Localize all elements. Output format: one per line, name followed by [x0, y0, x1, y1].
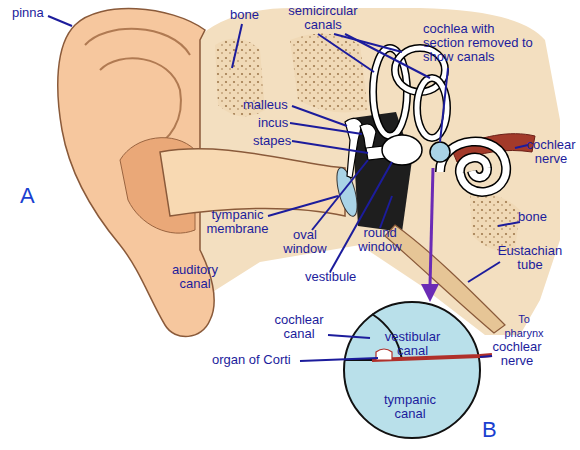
organ-of-corti-shape [376, 349, 392, 360]
part-label: cochlea with section removed to show can… [423, 22, 533, 64]
antihelix-fold [100, 58, 181, 150]
panel-letter: A [20, 184, 50, 208]
part-label: semicircular canals [278, 4, 368, 32]
part-label: bone [518, 210, 558, 224]
leader-lines [48, 16, 528, 361]
malleus-bone [345, 118, 362, 178]
part-label: To pharynx [500, 312, 548, 340]
vestibule-shape [382, 135, 422, 165]
part-label: tympanic membrane [200, 208, 275, 236]
part-label: malleus [243, 98, 303, 112]
part-label: vestibule [305, 270, 375, 284]
cochlea-cross-section [344, 302, 480, 438]
part-label: cochlear nerve [486, 340, 548, 368]
part-label: organ of Corti [212, 353, 307, 367]
part-label: bone [230, 8, 270, 22]
part-label: oval window [275, 228, 335, 256]
pointer-arrow [430, 168, 433, 286]
part-label: cochlear canal [268, 313, 330, 341]
part-label: Eustachian tube [490, 244, 570, 272]
arrow-head [421, 284, 439, 302]
part-label: stapes [253, 134, 303, 148]
part-label: tympanic canal [375, 393, 445, 421]
part-label: incus [258, 116, 308, 130]
cochlea-section [430, 142, 450, 162]
auditory-canal-shape [160, 149, 345, 216]
part-label: auditory canal [160, 263, 230, 291]
bone-texture [290, 34, 368, 113]
panel-letter: B [482, 418, 512, 442]
part-label: cochlear nerve [522, 138, 580, 166]
helix-fold [85, 29, 190, 55]
part-label: round window [350, 226, 410, 254]
part-label: vestibular canal [375, 330, 450, 358]
part-label: pinna [12, 6, 72, 20]
bone-texture [470, 194, 520, 251]
